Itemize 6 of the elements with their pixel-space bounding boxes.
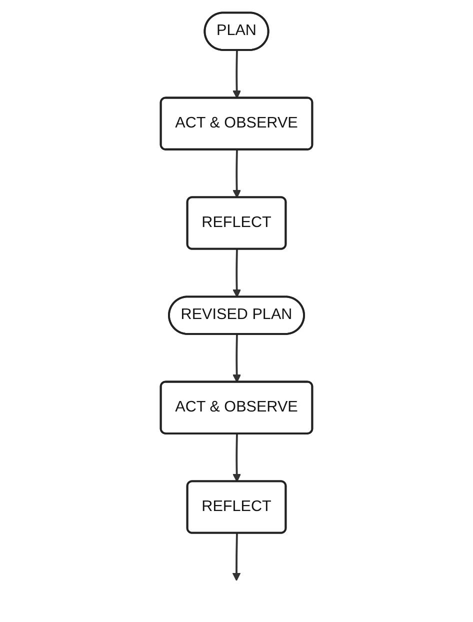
arrow xyxy=(232,533,241,582)
arrow xyxy=(232,434,242,482)
arrow xyxy=(232,334,242,383)
arrow xyxy=(232,50,242,99)
arrow xyxy=(232,249,242,298)
arrow xyxy=(232,150,242,198)
